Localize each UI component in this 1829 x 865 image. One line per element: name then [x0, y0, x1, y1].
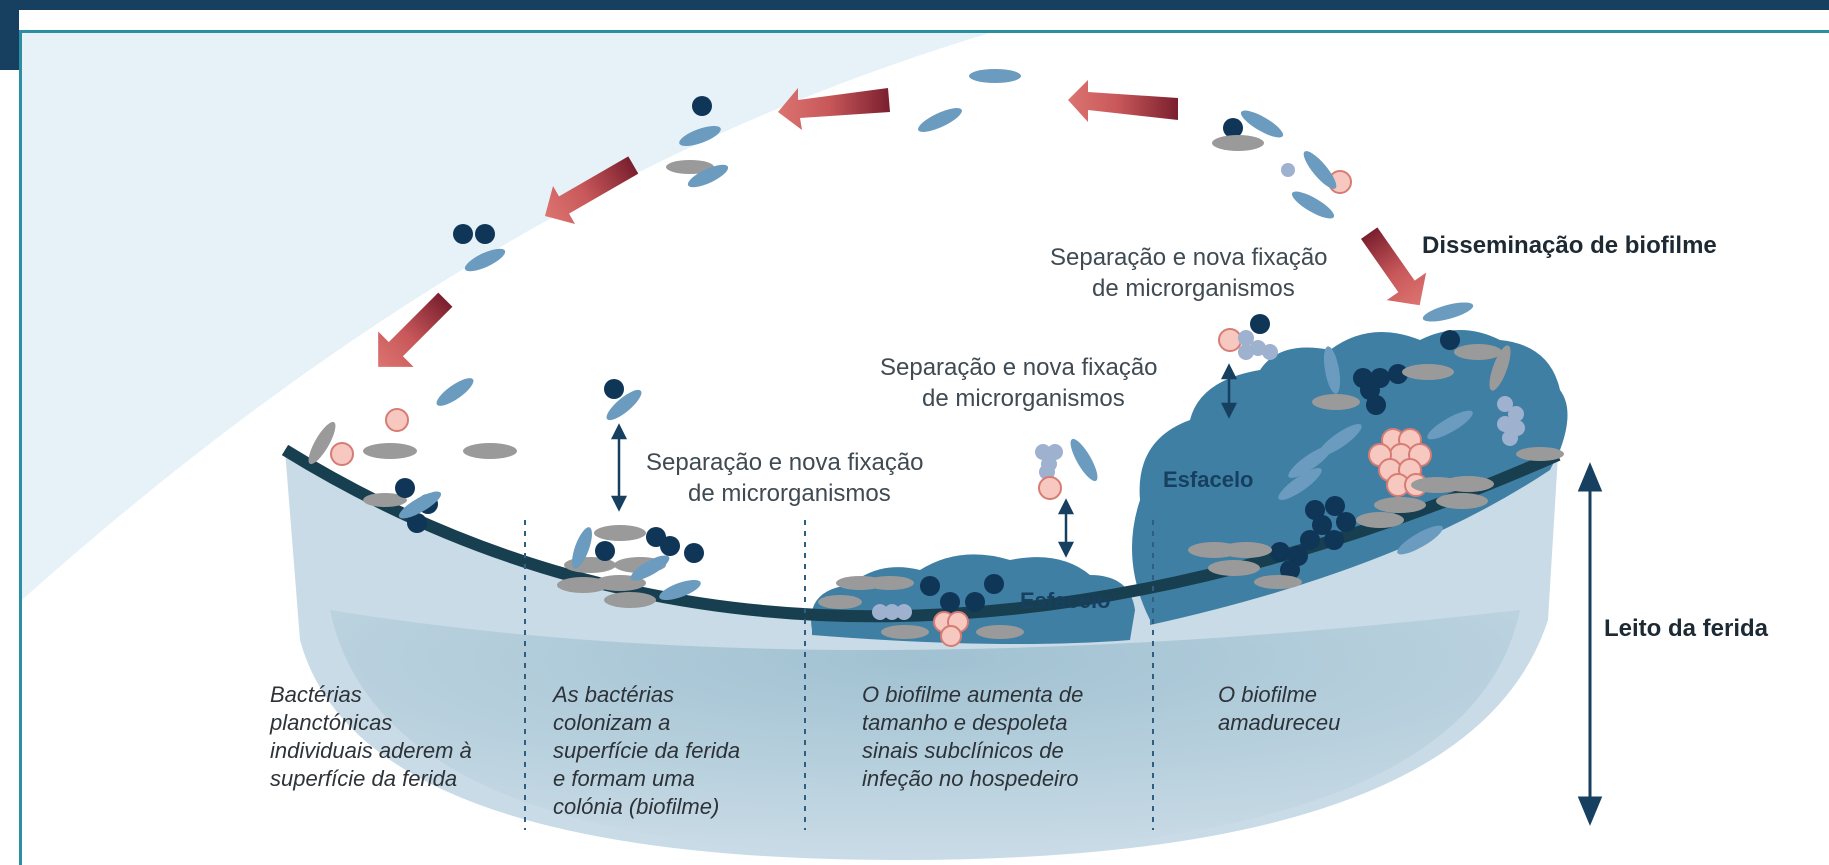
red-arrow-1 [1068, 80, 1178, 122]
pink-bacterium [330, 442, 354, 466]
caption-stage-4: O biofilme amadureceu [1218, 682, 1340, 735]
grey-bacterium [463, 443, 517, 459]
stage-dividers [524, 520, 1154, 830]
grey-bacterium [363, 443, 417, 459]
grey-bacterium [363, 493, 407, 507]
cocci-bacterium [407, 513, 427, 533]
wound-bed-arrow [1577, 462, 1603, 826]
caption-stage-3: O biofilme aumenta de tamanho e despolet… [862, 682, 1089, 791]
separation-arrows [610, 363, 1238, 558]
caption-stage-2: As bactérias colonizam a superfície da f… [551, 682, 746, 819]
separation-label-3: Separação e nova fixação de microrganism… [646, 449, 930, 507]
wound-deep-layer [330, 610, 1520, 855]
rod-bacterium [679, 126, 721, 146]
separation-label-2: Separação e nova fixação de microrganism… [880, 354, 1164, 412]
grey-bacterium [308, 421, 336, 465]
red-arrow-3 [544, 156, 639, 225]
rod-bacterium [464, 248, 506, 272]
separation-label-1: Separação e nova fixação de microrganism… [1050, 244, 1334, 302]
stage2-colony [557, 379, 704, 608]
red-arrow-5 [1360, 227, 1427, 306]
rod-bacterium [969, 69, 1021, 83]
rod-bacterium [687, 164, 729, 188]
rod-bacterium [398, 491, 442, 519]
esfacelo-label-large: Esfacelo [1163, 467, 1254, 492]
content-frame [19, 30, 1829, 865]
stage4-contents [1188, 110, 1564, 589]
red-arrow-4 [378, 292, 453, 367]
background-arc [22, 33, 990, 600]
rod-bacterium [918, 108, 962, 132]
header-bar [0, 0, 1829, 10]
cocci-bacterium [453, 224, 473, 244]
grey-bacterium [666, 160, 714, 174]
wound-bed-label: Leito da ferida [1604, 615, 1769, 642]
cocci-bacterium [692, 96, 712, 116]
cocci-bacterium [395, 478, 415, 498]
dissemination-label: Disseminação de biofilme [1422, 232, 1717, 259]
caption-stage-1: Bactérias planctónicas individuais adere… [269, 682, 478, 791]
dissemination-arrows [378, 80, 1427, 367]
esfacelo-label-small: Esfacelo [1020, 588, 1111, 613]
cocci-bacterium [475, 224, 495, 244]
pink-cluster-large [1368, 428, 1432, 497]
red-arrow-2 [778, 88, 890, 130]
corner-accent [0, 10, 19, 70]
rod-bacterium [436, 378, 474, 406]
planktonic-bacteria [308, 69, 1021, 533]
pink-bacterium [385, 408, 409, 432]
stage3-contents [818, 438, 1098, 647]
dark-cluster [1270, 496, 1356, 580]
